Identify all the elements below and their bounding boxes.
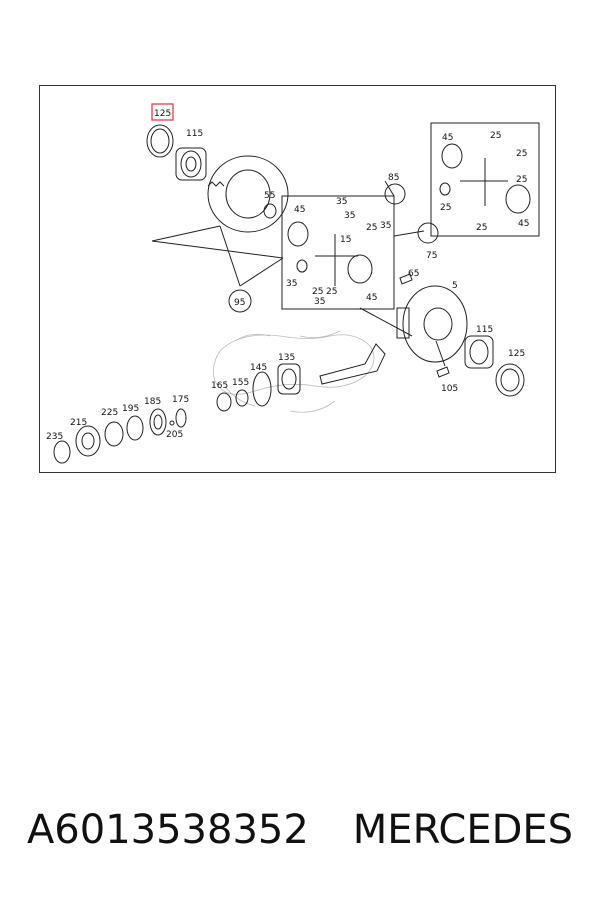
callout-15: 15 bbox=[340, 235, 351, 245]
part-185-bearing[interactable] bbox=[149, 408, 167, 436]
callout-25: 25 bbox=[490, 131, 501, 141]
callout-155: 155 bbox=[232, 378, 249, 388]
callout-65: 65 bbox=[408, 269, 419, 279]
callout-35: 35 bbox=[336, 197, 347, 207]
part-125-seal-right[interactable] bbox=[495, 363, 525, 397]
part-195-seal[interactable] bbox=[126, 415, 144, 441]
spider-gear-right[interactable] bbox=[439, 143, 531, 214]
diagram-svg: 125 115 55 85 45 35 35 15 25 25 35 35 25… bbox=[46, 103, 540, 464]
part-125-seal-ring[interactable] bbox=[146, 124, 174, 158]
callout-25: 25 bbox=[440, 203, 451, 213]
callout-25: 25 bbox=[476, 223, 487, 233]
part-105-bolt[interactable] bbox=[436, 366, 450, 378]
callout-235: 235 bbox=[46, 432, 63, 442]
callout-45: 45 bbox=[442, 133, 453, 143]
part-135-bearing[interactable] bbox=[277, 363, 301, 395]
ring-gear[interactable] bbox=[207, 155, 289, 233]
spider-gear-inset-right bbox=[430, 122, 540, 237]
callout-25: 25 bbox=[516, 175, 527, 185]
spider-gear-inset-center bbox=[281, 195, 395, 310]
callout-145: 145 bbox=[250, 363, 267, 373]
callout-85: 85 bbox=[388, 173, 399, 183]
part-115-bearing-right[interactable] bbox=[464, 335, 494, 369]
callout-195: 195 bbox=[122, 404, 139, 414]
callout-105: 105 bbox=[441, 384, 458, 394]
callout-5: 5 bbox=[452, 281, 458, 291]
callout-45: 45 bbox=[294, 205, 305, 215]
callout-165: 165 bbox=[211, 381, 228, 391]
callout-115: 115 bbox=[186, 129, 203, 139]
part-205-pin[interactable] bbox=[169, 420, 175, 426]
callout-205: 205 bbox=[166, 430, 183, 440]
callout-35: 35 bbox=[380, 221, 391, 231]
callout-25: 25 bbox=[516, 149, 527, 159]
part-caption: A6013538352 MERCEDES bbox=[0, 800, 600, 860]
callout-175: 175 bbox=[172, 395, 189, 405]
callout-95: 95 bbox=[234, 298, 245, 308]
part-165-ring[interactable] bbox=[216, 392, 232, 412]
callout-25: 25 bbox=[366, 223, 377, 233]
callout-25: 25 bbox=[326, 287, 337, 297]
part-235-nut[interactable] bbox=[53, 440, 71, 464]
callout-35: 35 bbox=[314, 297, 325, 307]
part-85-tool[interactable] bbox=[384, 183, 406, 205]
pinion-shaft[interactable] bbox=[319, 343, 386, 385]
part-55-washer[interactable] bbox=[263, 203, 277, 219]
callout-45: 45 bbox=[366, 293, 377, 303]
leader-lines bbox=[151, 180, 446, 367]
callout-185: 185 bbox=[144, 397, 161, 407]
part-215-flange[interactable] bbox=[75, 425, 101, 457]
callout-125: 125 bbox=[508, 349, 525, 359]
part-145-spacer-ring[interactable] bbox=[252, 371, 272, 407]
part-155-ring[interactable] bbox=[235, 389, 249, 407]
callout-45: 45 bbox=[518, 219, 529, 229]
part-75-tool[interactable] bbox=[417, 222, 439, 244]
part-125-highlight-box[interactable] bbox=[151, 103, 174, 121]
spider-gear-center[interactable] bbox=[287, 221, 373, 286]
exploded-parts-diagram: 125 115 55 85 45 35 35 15 25 25 35 35 25… bbox=[39, 85, 556, 473]
part-225-flange[interactable] bbox=[104, 421, 124, 447]
part-65-bolt[interactable] bbox=[399, 273, 413, 285]
part-5-differential-carrier[interactable] bbox=[396, 285, 468, 363]
axle-housing-ghost bbox=[212, 330, 375, 413]
part-number: A6013538352 bbox=[26, 807, 309, 853]
part-115-bearing-left[interactable] bbox=[175, 147, 207, 181]
callout-125-highlighted[interactable]: 125 bbox=[154, 109, 171, 119]
callout-225: 225 bbox=[101, 408, 118, 418]
brand-name: MERCEDES bbox=[352, 807, 574, 853]
callout-35: 35 bbox=[344, 211, 355, 221]
callout-35: 35 bbox=[286, 279, 297, 289]
callout-25: 25 bbox=[312, 287, 323, 297]
callout-215: 215 bbox=[70, 418, 87, 428]
callout-95-circle bbox=[228, 289, 252, 313]
callout-55: 55 bbox=[264, 191, 275, 201]
callout-115: 115 bbox=[476, 325, 493, 335]
part-175-ring[interactable] bbox=[175, 408, 187, 428]
callout-135: 135 bbox=[278, 353, 295, 363]
callout-75: 75 bbox=[426, 251, 437, 261]
